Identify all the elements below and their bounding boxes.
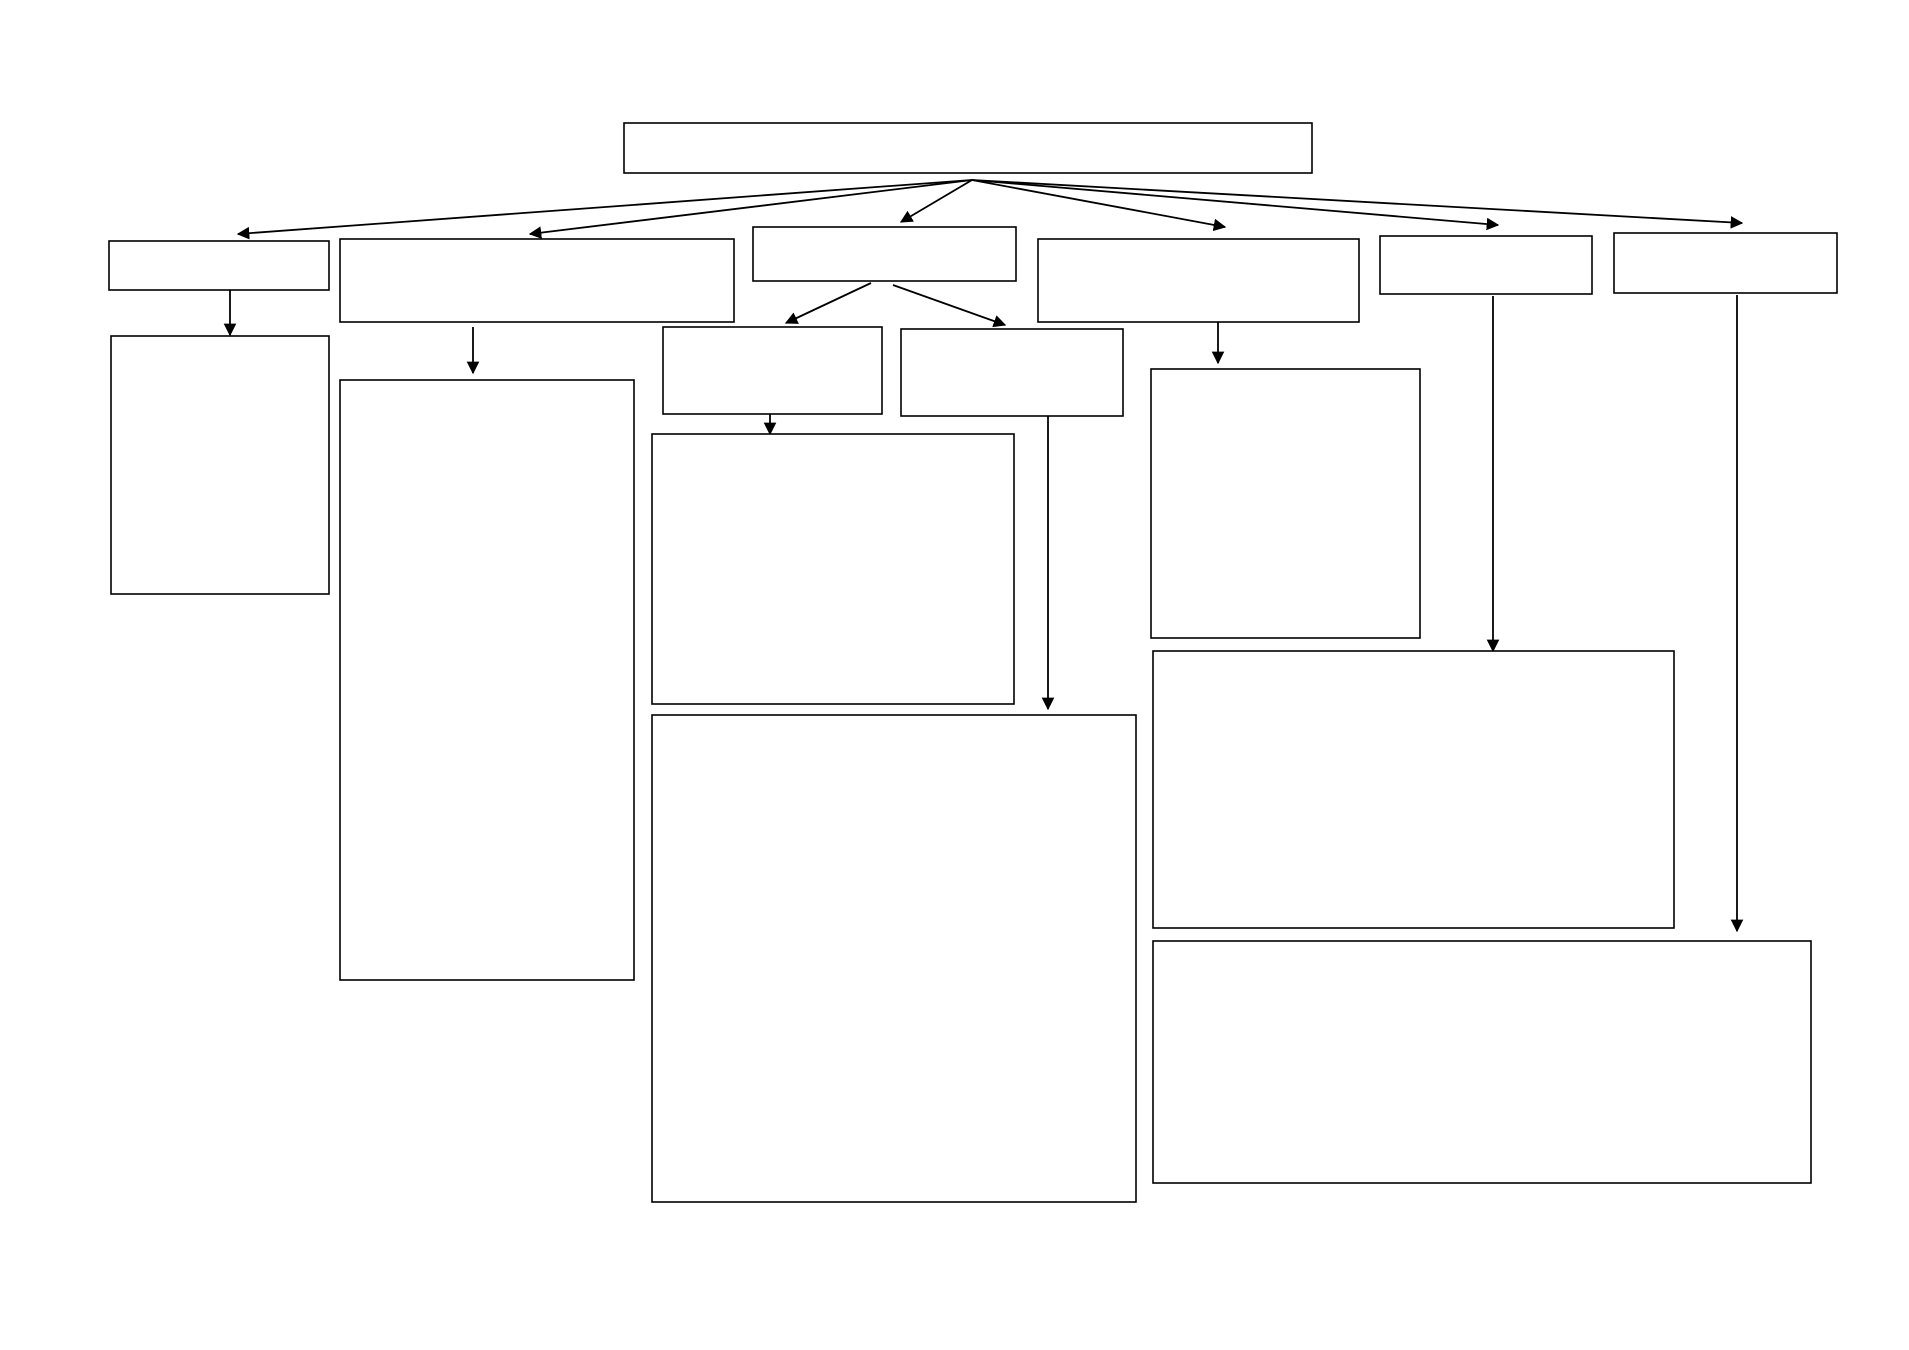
node-box-branch-4-detail xyxy=(1150,368,1421,639)
node-box-branch-3-sub-a-detail xyxy=(651,433,1015,705)
node-box-branch-4 xyxy=(1037,238,1360,323)
node-branch-6-detail xyxy=(1152,940,1812,1184)
node-branch-6 xyxy=(1613,232,1838,294)
node-branch-3-sub-a-detail xyxy=(651,433,1015,705)
arrow-root-to-branch-5 xyxy=(971,179,1500,231)
node-box-branch-1-detail xyxy=(110,335,330,595)
node-branch-3-sub-b xyxy=(900,328,1124,417)
node-box-branch-5-detail xyxy=(1152,650,1675,929)
node-branch-3-sub-a xyxy=(662,326,883,415)
node-branch-5 xyxy=(1379,235,1593,295)
node-box-branch-3-sub-b-detail xyxy=(651,714,1137,1203)
node-branch-4-detail xyxy=(1150,368,1421,639)
node-box-branch-6-detail xyxy=(1152,940,1812,1184)
arrow-root-to-branch-3 xyxy=(899,179,973,223)
node-branch-3-sub-b-detail xyxy=(651,714,1137,1203)
arrow-root-to-branch-1 xyxy=(236,179,973,240)
node-branch-5-detail xyxy=(1152,650,1675,929)
node-box-branch-3-sub-b xyxy=(900,328,1124,417)
node-box-root xyxy=(623,122,1313,174)
node-box-branch-1 xyxy=(108,240,330,291)
edges-layer xyxy=(223,179,1744,933)
node-branch-2-detail xyxy=(339,379,635,981)
arrow-branch-3-to-branch-3-sub-b xyxy=(892,284,1007,328)
node-branch-2 xyxy=(339,238,735,323)
arrow-branch-3-to-branch-3-sub-a xyxy=(784,282,872,324)
node-branch-4 xyxy=(1037,238,1360,323)
node-root xyxy=(623,122,1313,174)
node-box-branch-5 xyxy=(1379,235,1593,295)
node-box-branch-3 xyxy=(752,226,1017,282)
node-branch-1 xyxy=(108,240,330,291)
arrow-root-to-branch-4 xyxy=(971,179,1227,232)
node-box-branch-3-sub-a xyxy=(662,326,883,415)
node-branch-1-detail xyxy=(110,335,330,595)
arrow-root-to-branch-2 xyxy=(528,179,973,239)
node-box-branch-2-detail xyxy=(339,379,635,981)
arrow-root-to-branch-6 xyxy=(971,179,1744,229)
node-branch-3 xyxy=(752,226,1017,282)
node-box-branch-6 xyxy=(1613,232,1838,294)
node-box-branch-2 xyxy=(339,238,735,323)
nodes-layer xyxy=(108,122,1838,1203)
